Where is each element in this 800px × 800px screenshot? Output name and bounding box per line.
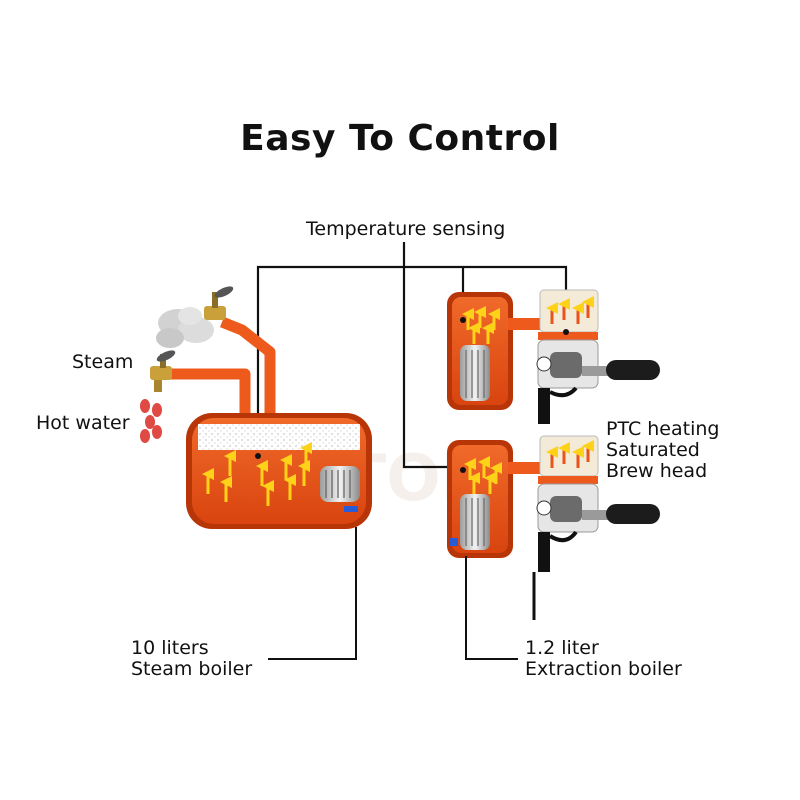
- label-extraction-boiler-line2: Extraction boiler: [525, 658, 682, 680]
- extraction-boiler-bottom: [447, 440, 544, 558]
- label-steam-boiler-line1: 10 liters: [131, 637, 209, 659]
- hot-water-valve: [150, 350, 176, 392]
- extraction-boiler-leader: [465, 556, 518, 660]
- label-steam: Steam: [72, 351, 134, 373]
- steam-boiler: [186, 413, 372, 529]
- label-extraction-boiler: 1.2 liter Extraction boiler: [525, 638, 682, 680]
- brew-head-bottom: [532, 435, 660, 620]
- hot-water-drops: [140, 399, 162, 443]
- label-steam-boiler-line2: Steam boiler: [131, 658, 253, 680]
- label-ptc-heating: PTC heating Saturated Brew head: [606, 419, 719, 482]
- brew-head-top: [536, 289, 660, 424]
- diagram-title: Easy To Control: [240, 118, 560, 159]
- steam-boiler-heat-arrows: [202, 442, 312, 506]
- label-ptc-heating-line2: Saturated: [606, 439, 700, 461]
- steam-valve: [156, 286, 234, 348]
- label-steam-boiler: 10 liters Steam boiler: [131, 638, 252, 680]
- steam-boiler-leader: [268, 527, 357, 660]
- label-extraction-boiler-line1: 1.2 liter: [525, 637, 599, 659]
- label-hot-water: Hot water: [36, 412, 130, 434]
- label-ptc-heating-line1: PTC heating: [606, 418, 720, 440]
- label-temperature-sensing: Temperature sensing: [306, 218, 506, 240]
- label-ptc-heating-line3: Brew head: [606, 460, 708, 482]
- extraction-boiler-top: [447, 292, 544, 410]
- steam-pipes: [165, 316, 276, 420]
- steam-boiler-level-sensor: [344, 506, 358, 512]
